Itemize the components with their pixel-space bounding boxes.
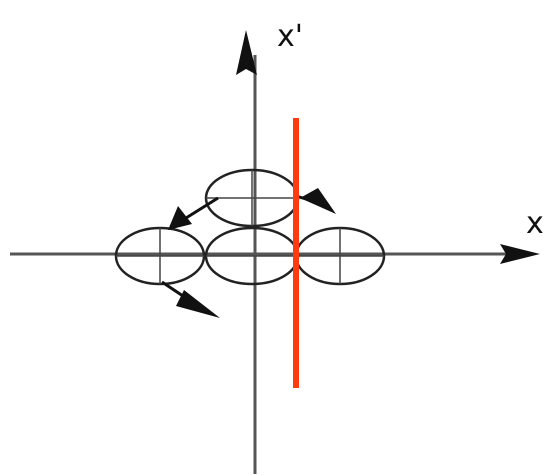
- x-prime-axis-arrowhead: [236, 30, 257, 75]
- x-prime-axis-label: x': [277, 19, 304, 54]
- arrow-top-right: [295, 188, 336, 214]
- ellipse-center: [204, 226, 300, 286]
- x-axis-arrowhead: [500, 244, 540, 264]
- arrow-bottom-left: [161, 280, 220, 318]
- ellipse-top: [204, 168, 300, 228]
- arrow-top-left: [168, 196, 219, 230]
- x-axis-label: x: [526, 206, 544, 241]
- ellipse-left: [114, 226, 206, 286]
- ellipse-right: [294, 226, 386, 286]
